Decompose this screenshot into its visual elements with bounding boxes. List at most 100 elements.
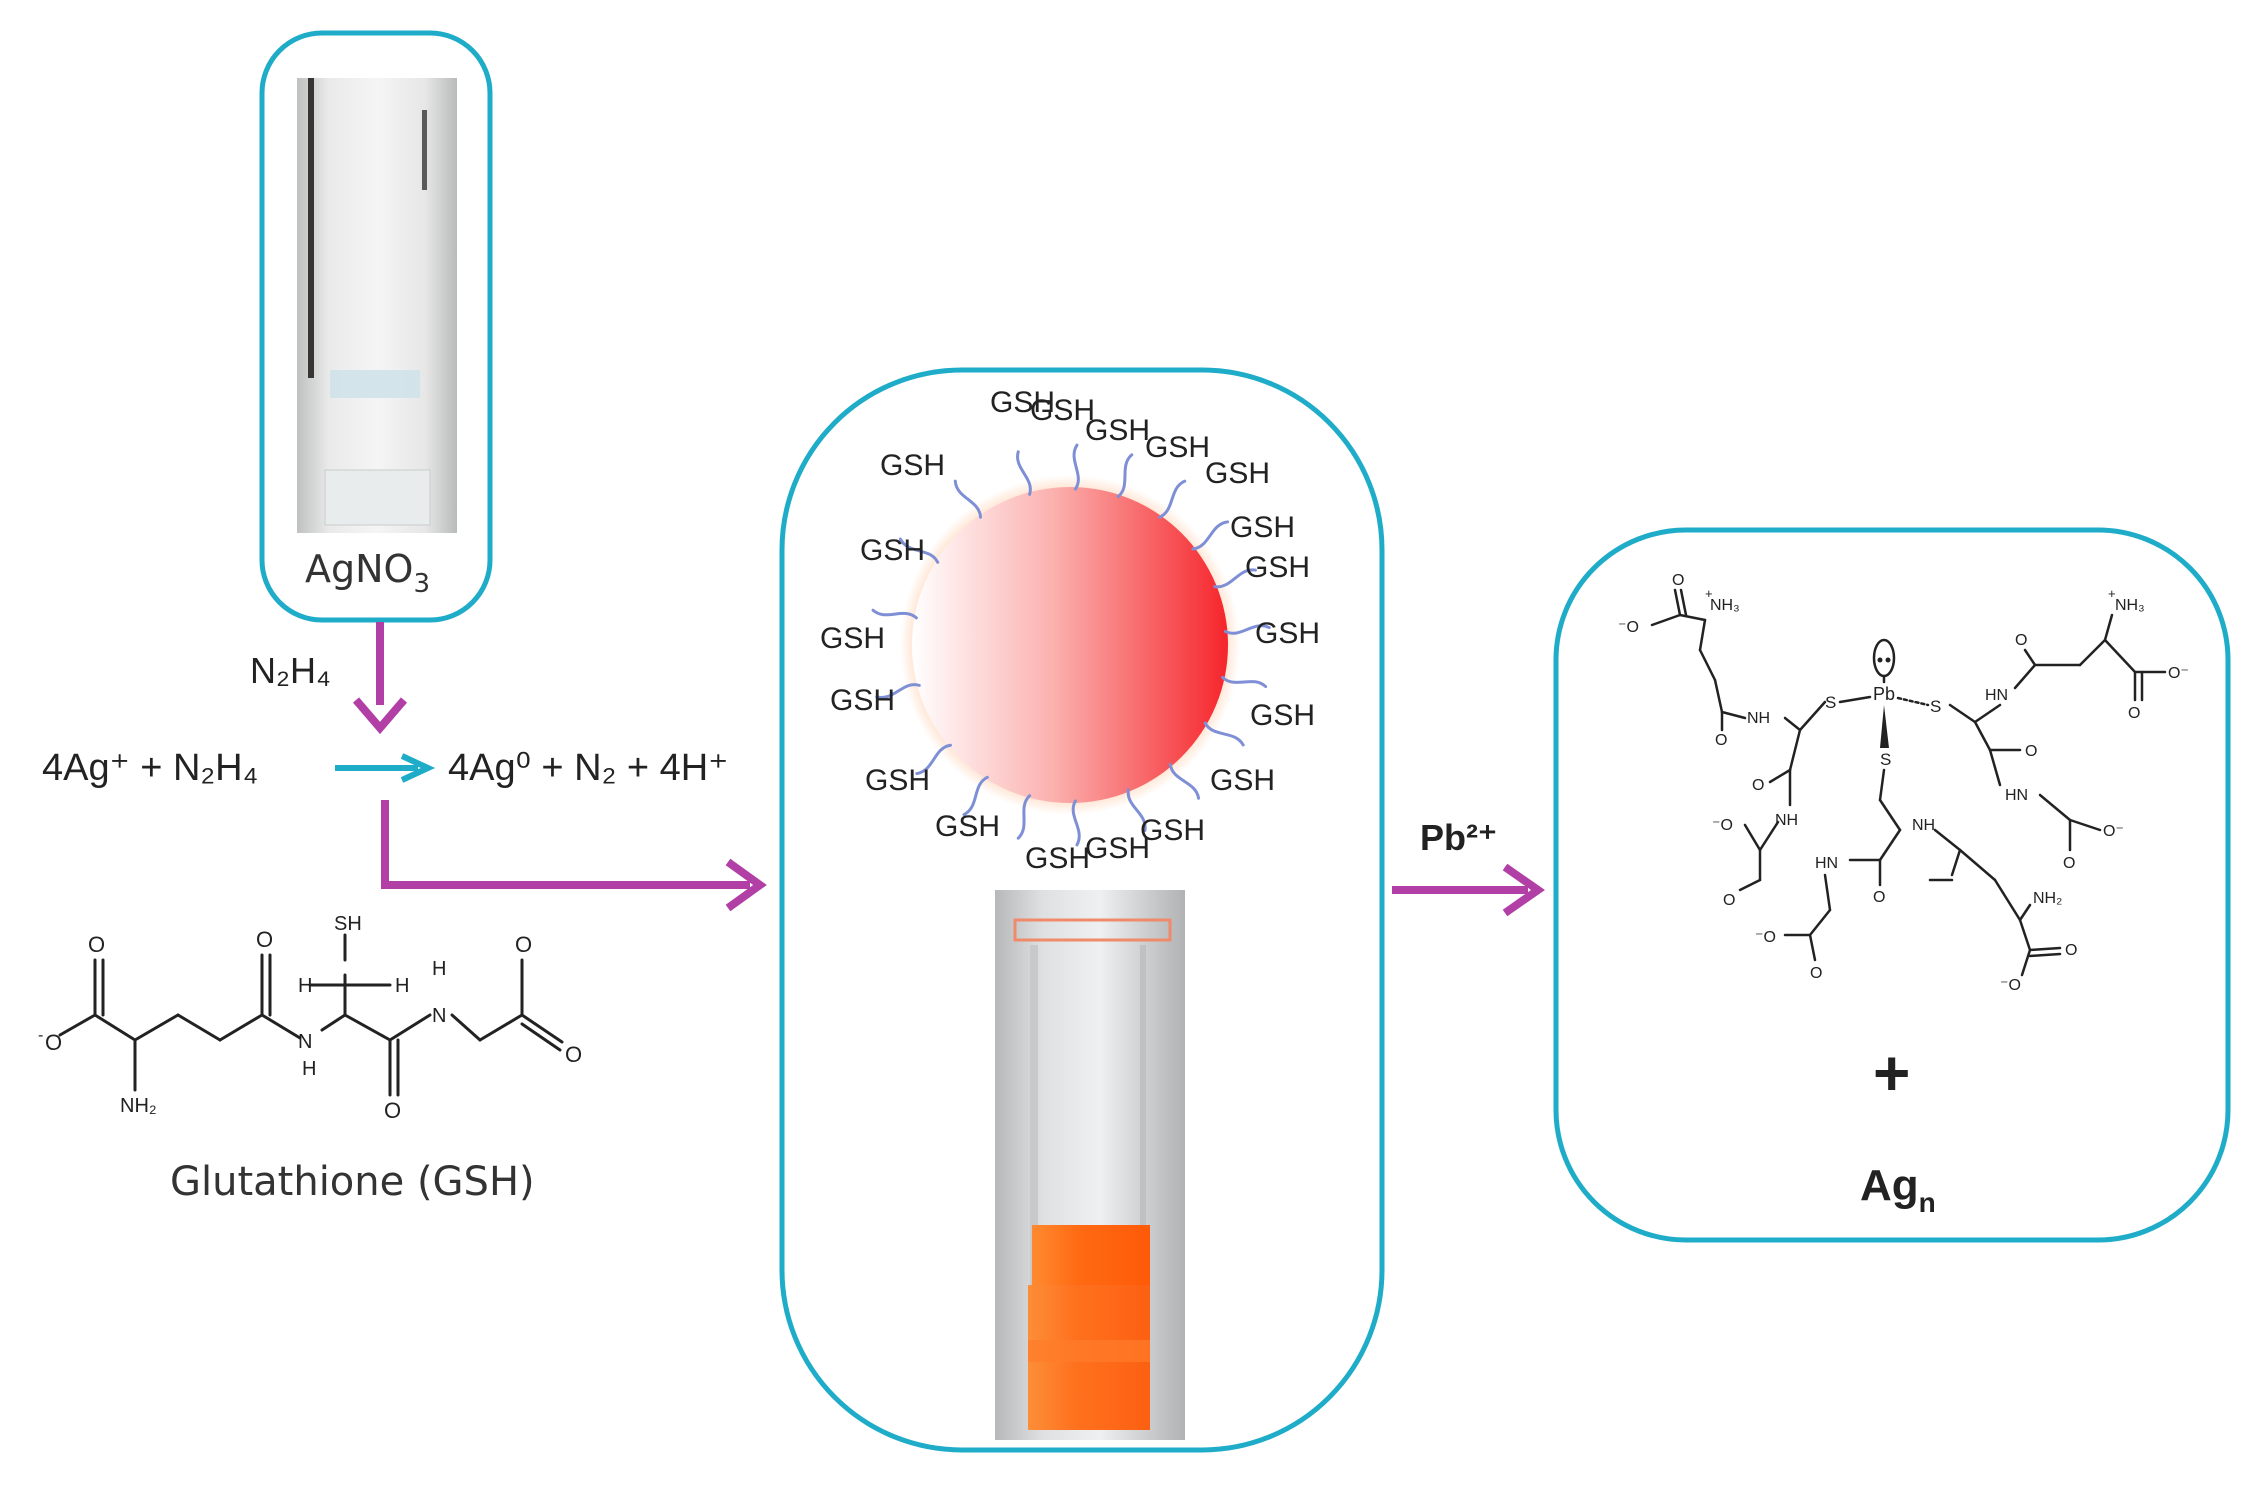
- svg-text:⁻O: ⁻O: [1618, 619, 1639, 636]
- gsh-ligand-label: GSH: [935, 810, 1000, 843]
- nanoparticle-box: [779, 367, 1385, 1453]
- pb-ion-label: Pb²⁺: [1420, 817, 1497, 858]
- svg-text:O: O: [1873, 889, 1885, 906]
- gsh-ligand-label: GSH: [1140, 814, 1205, 847]
- gsh-ligand-label: GSH: [860, 534, 925, 567]
- svg-text:NH₃: NH₃: [1710, 597, 1740, 614]
- svg-text:O⁻: O⁻: [2103, 823, 2124, 840]
- gsh-ligand-label: GSH: [830, 684, 895, 717]
- svg-text:O: O: [1715, 732, 1727, 749]
- gsh-ligand-chain: [1213, 568, 1257, 589]
- gsh-ligand-chain: [915, 743, 952, 776]
- gsh-ligand-chain: [1116, 453, 1134, 499]
- gsh-ligand-chain: [1126, 788, 1147, 832]
- gsh-ligand-chain: [1157, 479, 1187, 519]
- gsh-ligand-label: GSH: [1025, 842, 1090, 875]
- svg-text:O: O: [2128, 705, 2140, 722]
- svg-text:O: O: [45, 1030, 62, 1055]
- svg-text:⁻O: ⁻O: [2000, 977, 2021, 994]
- svg-text:HN: HN: [1985, 687, 2008, 704]
- svg-text:Pb: Pb: [1873, 684, 1895, 704]
- svg-text:NH₃: NH₃: [2115, 597, 2145, 614]
- equation-products: 4Ag⁰ + N₂ + 4H⁺: [448, 747, 728, 789]
- gsh-ligand-chain: [871, 608, 918, 620]
- silver-nanoparticle: [900, 475, 1240, 815]
- svg-text:O: O: [88, 932, 105, 957]
- svg-text:O: O: [565, 1042, 582, 1067]
- svg-text:NH: NH: [1747, 710, 1770, 727]
- plus-sign: +: [1873, 1037, 1910, 1109]
- silver-cluster-product: Agn: [1860, 1161, 1936, 1218]
- gsh-ligand-label: GSH: [1085, 832, 1150, 865]
- gsh-ligand-chain: [1223, 624, 1271, 635]
- gsh-ligand-label: GSH: [865, 764, 930, 797]
- gsh-ligand-label: GSH: [1205, 457, 1270, 490]
- gsh-ligand-chain: [1191, 520, 1230, 551]
- gsh-ligand-chain: [1168, 763, 1201, 800]
- gsh-ligand-label: GSH: [1030, 394, 1095, 427]
- svg-text:O: O: [2065, 942, 2077, 959]
- svg-text:O: O: [1672, 572, 1684, 589]
- nanocluster-cuvette-photo: [995, 890, 1185, 1440]
- gsh-ligand-label: GSH: [1210, 764, 1275, 797]
- svg-text:⁻O: ⁻O: [1755, 929, 1776, 946]
- svg-text:H: H: [298, 975, 312, 997]
- gsh-ligand-chain: [953, 479, 983, 519]
- svg-text:O: O: [1752, 777, 1764, 794]
- svg-text:-: -: [38, 1027, 43, 1044]
- equation-arrow: [335, 753, 436, 783]
- gsh-ligand-chain: [1016, 794, 1032, 840]
- gsh-ligand-label: GSH: [1250, 699, 1315, 732]
- svg-text:H: H: [302, 1058, 316, 1080]
- svg-text:S: S: [1825, 693, 1836, 712]
- gsh-ligand-chain: [898, 537, 940, 564]
- glutathione-structure: O O - NH₂ O N H SH H H H N O O O: [38, 913, 582, 1123]
- pb-glutathione-complex: Pb S S S NH O NH₃ + O ⁻O O: [1618, 572, 2189, 994]
- gsh-ligand-label: GSH: [1255, 617, 1320, 650]
- gsh-ligand-label: GSH: [1085, 414, 1150, 447]
- agno3-label: AgNO3: [305, 547, 430, 599]
- svg-text:SH: SH: [334, 913, 362, 935]
- svg-text:H: H: [432, 958, 446, 980]
- svg-text:NH: NH: [1775, 812, 1798, 829]
- svg-text:O: O: [2063, 855, 2075, 872]
- reduction-arrow-down: [352, 622, 408, 735]
- gsh-ligand-label: GSH: [990, 386, 1055, 419]
- svg-text:⁻O: ⁻O: [1712, 817, 1733, 834]
- svg-text:HN: HN: [2005, 787, 2028, 804]
- svg-text:O: O: [1723, 892, 1735, 909]
- gsh-ligand-label: GSH: [880, 449, 945, 482]
- gsh-ligand-chain: [1016, 450, 1032, 496]
- gsh-ligand-chain: [1221, 675, 1268, 689]
- gsh-ligand-chain: [1072, 443, 1080, 491]
- svg-text:N: N: [298, 1031, 312, 1053]
- equation-reactants: 4Ag⁺ + N₂H₄: [42, 747, 258, 789]
- svg-text:O: O: [384, 1098, 401, 1123]
- svg-text:NH₂: NH₂: [2033, 890, 2062, 907]
- n2h4-label: N₂H₄: [250, 650, 331, 691]
- synthesis-arrow: [381, 800, 767, 912]
- gsh-ligand-shell: GSHGSHGSHGSHGSHGSHGSHGSHGSHGSHGSHGSHGSHG…: [820, 386, 1320, 875]
- gsh-ligand-label: GSH: [1230, 511, 1295, 544]
- svg-text:O: O: [1810, 965, 1822, 982]
- gsh-ligand-chain: [1203, 721, 1245, 747]
- svg-text:N: N: [432, 1005, 446, 1027]
- svg-text:S: S: [1880, 750, 1891, 769]
- svg-text:O: O: [256, 927, 273, 952]
- gsh-ligand-chain: [1071, 799, 1081, 847]
- glutathione-label: Glutathione (GSH): [170, 1159, 535, 1205]
- svg-text:O⁻: O⁻: [2168, 665, 2189, 682]
- lead-addition-arrow: [1392, 863, 1545, 917]
- svg-text:+: +: [1705, 586, 1713, 601]
- gsh-ligand-chain: [875, 683, 921, 699]
- svg-text:O: O: [2025, 743, 2037, 760]
- svg-text:NH₂: NH₂: [120, 1095, 157, 1117]
- agno3-box: [259, 30, 493, 623]
- svg-text:S: S: [1930, 697, 1941, 716]
- svg-text:NH: NH: [1912, 817, 1935, 834]
- svg-text:HN: HN: [1815, 855, 1838, 872]
- gsh-ligand-label: GSH: [1245, 551, 1310, 584]
- agno3-cuvette-photo: [297, 78, 457, 533]
- complex-box: [1553, 527, 2231, 1243]
